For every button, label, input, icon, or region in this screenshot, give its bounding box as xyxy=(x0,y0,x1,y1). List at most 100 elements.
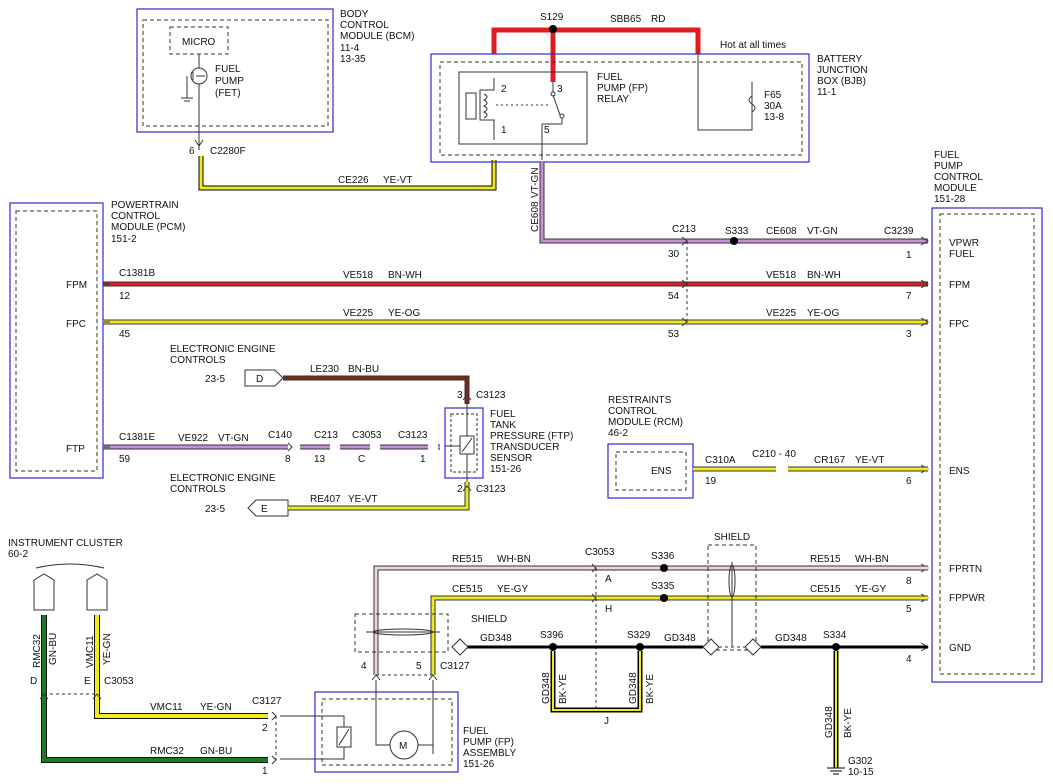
wire-re515-label-2: RE515 xyxy=(810,554,841,565)
wire-ce515-color: YE-GY xyxy=(497,584,528,595)
eec-top-title-2: CONTROLS xyxy=(170,355,226,366)
fpcm-pin-gnd: GND xyxy=(949,643,971,654)
c3123-pin1: 1 xyxy=(420,454,426,465)
bjb-ref: 11-1 xyxy=(817,87,837,98)
wire-rmc32-label-2: RMC32 xyxy=(150,746,184,757)
wire-vmc11-label: VMC11 xyxy=(85,635,96,668)
g302-ref: 10-15 xyxy=(848,767,874,778)
c1381b-label: C1381B xyxy=(119,268,155,279)
c3127-pin5: 5 xyxy=(416,661,422,672)
wire-ve518-color: BN-WH xyxy=(388,270,422,281)
c3053c-pin-e: E xyxy=(84,676,91,687)
bcm-connector: C2280F xyxy=(210,146,246,157)
shield-right: SHIELD xyxy=(702,532,762,656)
fpcm-title-2: PUMP xyxy=(934,161,963,172)
eec-tag-e: E xyxy=(261,504,268,515)
rcm-title-1: RESTRAINTS xyxy=(608,395,672,406)
bjb-fuse-amp: 30A xyxy=(764,101,782,112)
ftp-ref: 151-26 xyxy=(490,464,522,475)
wire-gd348-v2-color: BK-YE xyxy=(645,674,656,704)
fpcm-ref: 151-28 xyxy=(934,194,966,205)
wire-ve225-color-2: YE-OG xyxy=(807,308,839,319)
pcm-title-3: MODULE (PCM) xyxy=(111,222,185,233)
c3053-pin-j: J xyxy=(604,716,609,727)
fpcm-pin4: 4 xyxy=(906,654,912,665)
rcm-title-2: CONTROL xyxy=(608,406,657,417)
wire-ve922-color: VT-GN xyxy=(218,433,249,444)
bcm-ref-1: 11-4 xyxy=(340,43,360,54)
fpa-title-2: PUMP (FP) xyxy=(463,737,514,748)
pcm-pin45: 45 xyxy=(119,329,131,340)
fpcm-pin-fpc: FPC xyxy=(949,319,969,330)
bjb-hot-label: Hot at all times xyxy=(720,40,786,51)
fpcm-title-4: MODULE xyxy=(934,183,977,194)
eec-bottom-title-2: CONTROLS xyxy=(170,484,226,495)
pcm-title-2: CONTROL xyxy=(111,211,160,222)
rcm-title-3: MODULE (RCM) xyxy=(608,417,683,428)
c140-label: C140 xyxy=(268,430,292,441)
c210-label: C210 - 40 xyxy=(752,449,796,460)
bcm-module: MICRO FUEL PUMP (FET) BODY CONTROL MODUL… xyxy=(136,8,414,157)
wire-ve518: C1381B 12 VE518 BN-WH 54 VE518 BN-WH 7 xyxy=(103,268,928,302)
c213b-pin13: 13 xyxy=(314,454,326,465)
c1381e-label: C1381E xyxy=(119,432,155,443)
relay-pin5: 5 xyxy=(544,125,550,136)
c3127-label-bottom: C3127 xyxy=(252,696,282,707)
wire-ve225-label-2: VE225 xyxy=(766,308,796,319)
wire-ce608: CE608 VT-GN S333 CE608 VT-GN C3239 C213 … xyxy=(530,162,928,261)
c310a-label: C310A xyxy=(705,455,736,466)
fpcm-module: FUEL PUMP CONTROL MODULE 151-28 VPWR FUE… xyxy=(920,150,1043,683)
fpcm-pin-fppwr: FPPWR xyxy=(949,593,985,604)
wire-ve225: 45 VE225 YE-OG 53 VE225 YE-OG 3 xyxy=(103,308,928,340)
eec-top: ELECTRONIC ENGINE CONTROLS 23-5 D LE230 … xyxy=(170,344,506,404)
wire-rmc32-label: RMC32 xyxy=(32,634,43,668)
relay-title-2: PUMP (FP) xyxy=(597,83,648,94)
c3053-pin-c: C xyxy=(358,454,365,465)
wire-le230-label: LE230 xyxy=(310,364,339,375)
fpa-title-1: FUEL xyxy=(463,726,489,737)
c213b-label: C213 xyxy=(314,430,338,441)
wire-gd348-label-3: GD348 xyxy=(775,633,807,644)
rcm-module: ENS RESTRAINTS CONTROL MODULE (RCM) 46-2… xyxy=(607,395,928,499)
bjb-splice: S129 xyxy=(540,12,564,23)
fpcm-pin-fpm: FPM xyxy=(949,280,970,291)
wire-gd348-v3: GD348 xyxy=(824,706,835,738)
c3239-pin1: 1 xyxy=(906,250,912,261)
eec-tag-d: D xyxy=(256,374,263,385)
wire-re407-label: RE407 xyxy=(310,494,341,505)
eec-top-ref: 23-5 xyxy=(205,374,225,385)
ftp-title-3: PRESSURE (FTP) xyxy=(490,431,573,442)
c3053b-pin-a: A xyxy=(605,574,612,585)
c213-pin53: 53 xyxy=(668,329,680,340)
fpcm-pin-ens: ENS xyxy=(949,466,970,477)
instrument-cluster: INSTRUMENT CLUSTER 60-2 RMC32 GN-BU VMC1… xyxy=(8,538,282,777)
ic-ref: 60-2 xyxy=(8,549,28,560)
wire-gd348-label-2: GD348 xyxy=(664,633,696,644)
bjb-title-1: BATTERY xyxy=(817,54,863,65)
wire-re515-color: WH-BN xyxy=(497,554,531,565)
wire-ce226-label: CE226 xyxy=(338,175,369,186)
fpcm-pin-fprtn: FPRTN xyxy=(949,564,982,575)
pcm-title-1: POWERTRAIN xyxy=(111,200,179,211)
fpcm-pin3: 3 xyxy=(906,329,912,340)
wire-gd348-v2: GD348 xyxy=(628,672,639,704)
wire-ve518-label-2: VE518 xyxy=(766,270,796,281)
wire-ve518-color-2: BN-WH xyxy=(807,270,841,281)
wire-ce608-color-v: VT-GN xyxy=(530,167,541,198)
s334-label: S334 xyxy=(823,630,847,641)
pcm-pin-ftp: FTP xyxy=(66,444,85,455)
pcm-pin-markers xyxy=(103,283,110,448)
pcm-pin-fpm: FPM xyxy=(66,280,87,291)
bjb-title-3: BOX (BJB) xyxy=(817,76,866,87)
bjb-fuse-ref: 13-8 xyxy=(764,112,784,123)
c213-connector xyxy=(681,236,688,327)
wire-cr167-color: YE-VT xyxy=(855,455,884,466)
fpa-ref: 151-26 xyxy=(463,759,495,770)
bcm-fet-line3: (FET) xyxy=(215,88,241,99)
bjb-fuse: F65 xyxy=(764,90,782,101)
wire-ce608-label-2: CE608 xyxy=(766,226,797,237)
wire-ce515: CE515 YE-GY H S335 CE515 YE-GY 5 xyxy=(430,581,928,675)
wire-vmc11-color: YE-GN xyxy=(102,633,113,665)
c3127-pin1: 1 xyxy=(262,766,268,777)
